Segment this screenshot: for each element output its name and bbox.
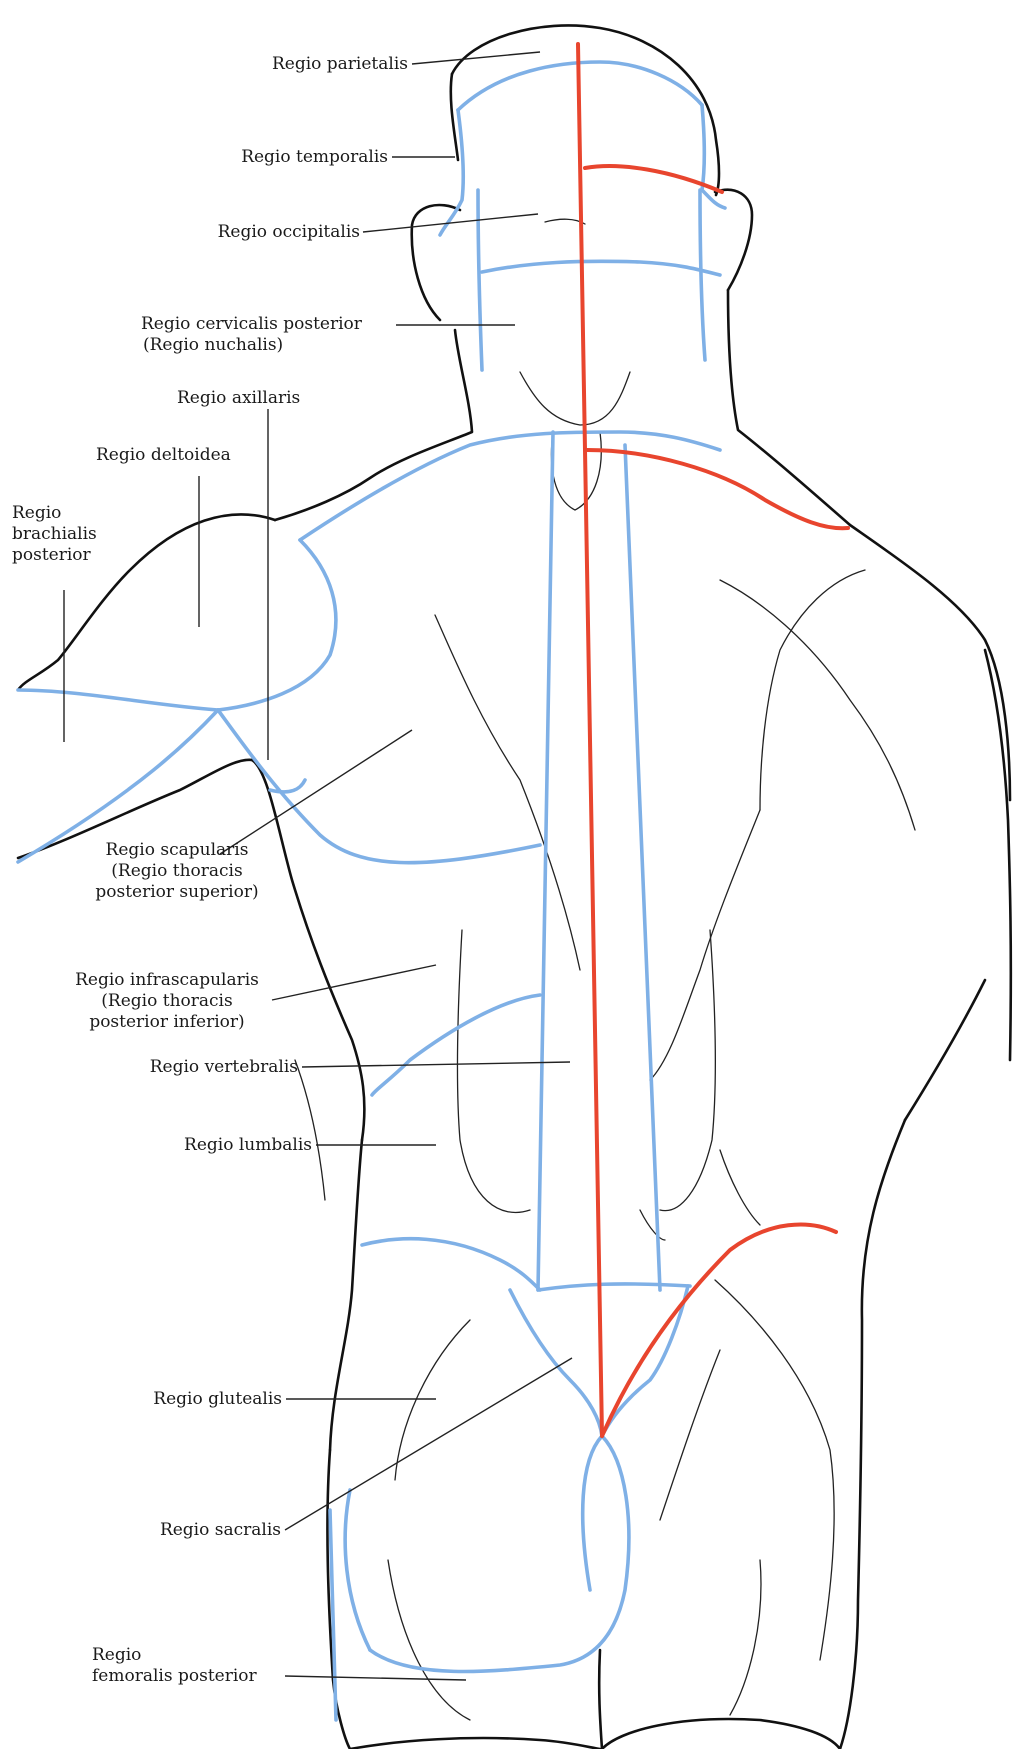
label-regio-deltoidea: Regio deltoidea: [96, 445, 231, 466]
label-regio-infrascapularis: Regio infrascapularis (Regio thoracis po…: [54, 970, 280, 1033]
muscle-contours: [295, 219, 915, 1720]
label-regio-scapularis: Regio scapularis (Regio thoracis posteri…: [82, 840, 272, 903]
label-regio-femoralis-posterior: Regio femoralis posterior: [92, 1645, 257, 1687]
label-regio-axillaris: Regio axillaris: [177, 388, 300, 409]
label-regio-vertebralis: Regio vertebralis: [100, 1057, 298, 1078]
label-regio-cervicalis-posterior: Regio cervicalis posterior (Regio nuchal…: [141, 314, 362, 356]
label-regio-parietalis: Regio parietalis: [200, 54, 408, 75]
label-regio-glutealis: Regio glutealis: [100, 1389, 282, 1410]
label-regio-sacralis: Regio sacralis: [100, 1520, 281, 1541]
label-regio-occipitalis: Regio occipitalis: [150, 222, 360, 243]
label-regio-lumbalis: Regio lumbalis: [120, 1135, 312, 1156]
midline-markers: [578, 44, 848, 1436]
label-regio-temporalis: Regio temporalis: [180, 147, 388, 168]
label-regio-brachialis-posterior: Regio brachialis posterior: [12, 503, 97, 566]
